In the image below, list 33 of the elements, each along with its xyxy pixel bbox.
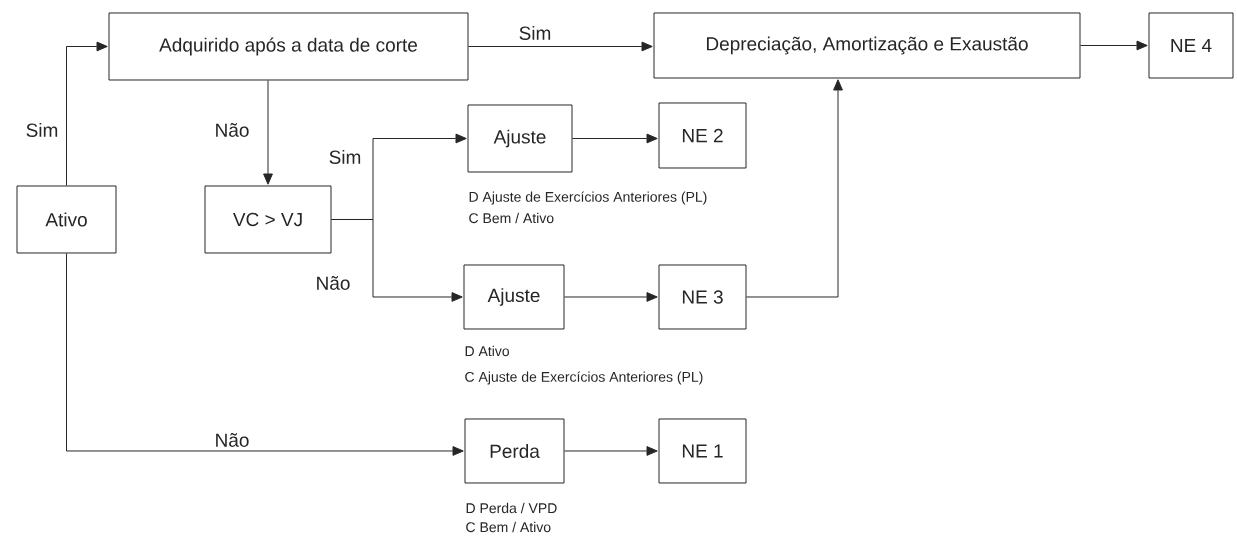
- arrow: [66, 253, 464, 456]
- journal-entry-text: D Ativo: [465, 345, 510, 357]
- process-box: NE 1: [658, 418, 747, 484]
- journal-entry-text: C Ajuste de Exercícios Anteriores (PL): [465, 371, 703, 385]
- arrow: [564, 446, 658, 456]
- journal-entry-text: C Bem / Ativo: [469, 212, 554, 224]
- process-box: NE 3: [658, 264, 747, 330]
- edge-label: Não: [213, 432, 251, 448]
- edge-label: Não: [213, 122, 251, 138]
- process-box: Depreciação, Amortização e Exaustão: [653, 12, 1081, 79]
- edge-label: Sim: [327, 149, 363, 165]
- arrow: [746, 79, 843, 298]
- arrow: [572, 133, 658, 144]
- process-box: Adquirido após a data de corte: [108, 12, 469, 81]
- edge-label: Sim: [517, 25, 553, 41]
- process-box: Ativo: [16, 185, 117, 254]
- process-box: NE 2: [658, 102, 747, 169]
- edge-label: Não: [314, 275, 352, 291]
- journal-entry-text: D Ajuste de Exercícios Anteriores (PL): [469, 191, 707, 205]
- process-box: VC > VJ: [204, 185, 332, 254]
- journal-entry-text: D Perda / VPD: [466, 502, 557, 514]
- process-box: Perda: [464, 418, 565, 484]
- process-box: NE 4: [1148, 12, 1234, 79]
- arrow: [263, 80, 273, 185]
- arrow: [1080, 40, 1148, 51]
- edge-label: Sim: [24, 122, 60, 138]
- process-box: Ajuste: [463, 264, 565, 330]
- arrow: [331, 219, 463, 302]
- arrow: [468, 41, 653, 52]
- arrow: [66, 41, 108, 186]
- arrow: [564, 292, 658, 302]
- process-box: Ajuste: [467, 104, 573, 173]
- journal-entry-text: C Bem / Ativo: [466, 521, 551, 533]
